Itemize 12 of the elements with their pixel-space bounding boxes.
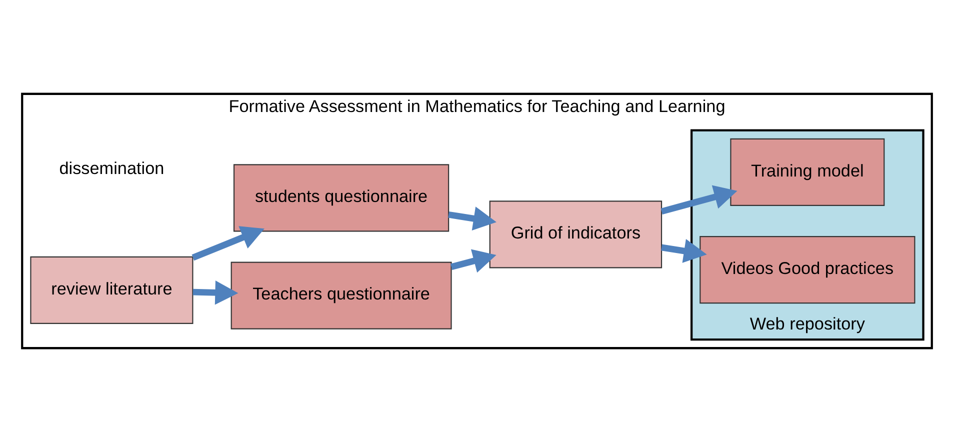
node-box: Grid of indicators [489,200,662,268]
node-box: review literature [30,256,194,324]
arrow [661,238,707,262]
arrow [660,184,738,214]
node-box: Training model [730,138,885,206]
node-box: Teachers questionnaire [230,261,452,329]
arrow [448,206,496,230]
arrow [192,226,264,260]
arrow [450,248,496,272]
arrow [192,280,238,304]
node-box: Videos Good practices [700,236,916,304]
node-box: students questionnaire [233,164,450,232]
